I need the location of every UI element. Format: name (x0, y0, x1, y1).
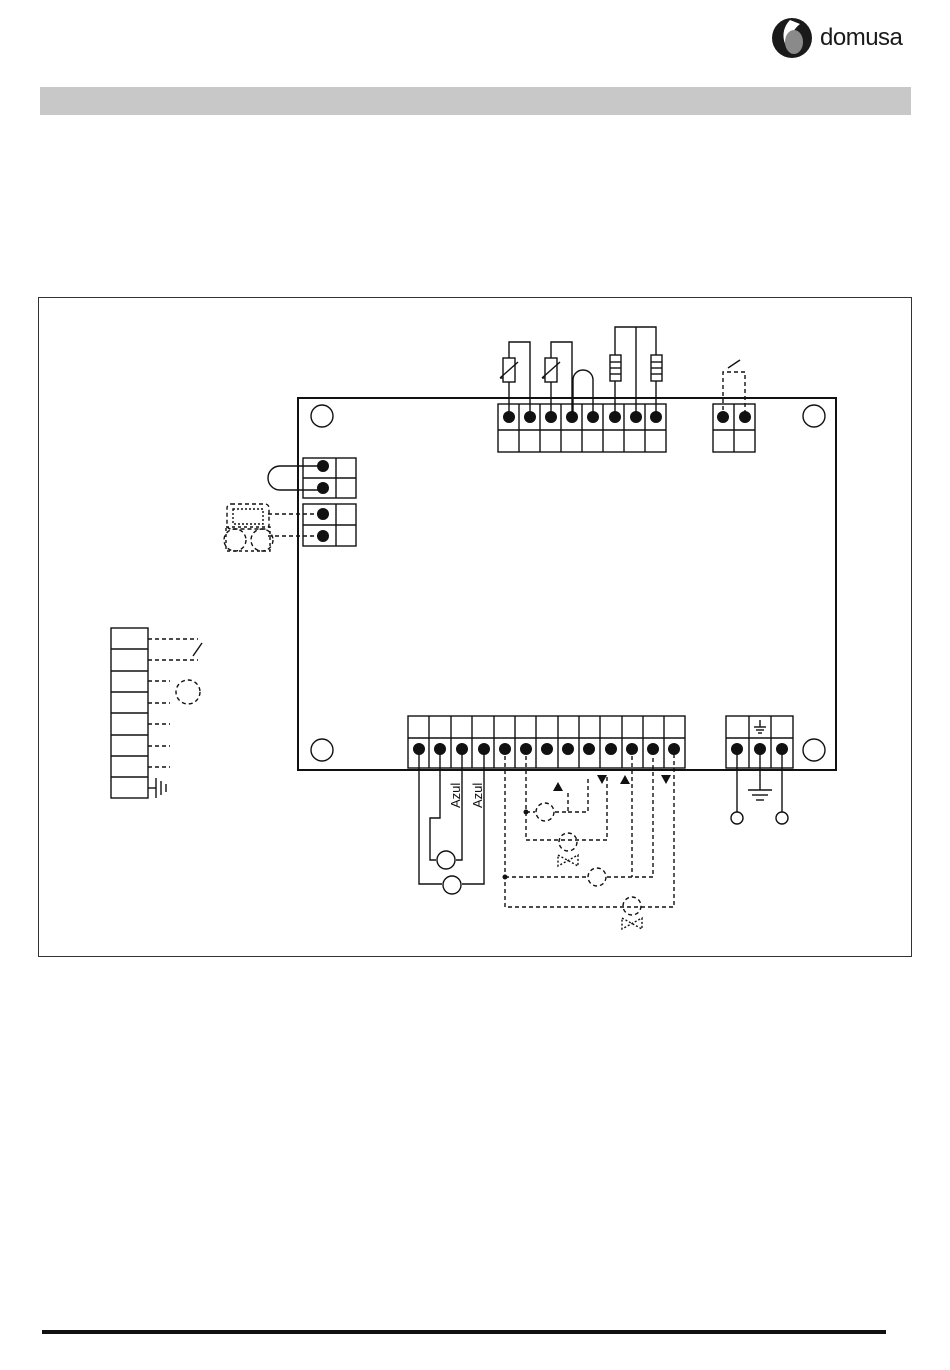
switch-contact (728, 360, 740, 368)
mixing-valve-2-icon (623, 897, 641, 915)
mixing-pump-2-icon (588, 868, 606, 886)
strip-accessory (176, 680, 200, 704)
mounting-hole (803, 405, 825, 427)
mixing-valve-1-icon (559, 833, 577, 851)
control-board (298, 398, 836, 770)
sensor-connector-top (498, 404, 666, 452)
wire-label-azul-2: Azul (470, 783, 485, 808)
valve-open-arrow-icon (620, 775, 630, 784)
pump-2-icon (443, 876, 461, 894)
valve-close-arrow-icon (597, 775, 607, 784)
left-connector-upper (268, 458, 356, 498)
terminal-dots (317, 411, 788, 880)
power-terminal-live (731, 812, 743, 824)
jumper-loop (573, 370, 593, 417)
wire-label-azul-1: Azul (448, 783, 463, 808)
footer-rule (42, 1330, 886, 1334)
valve-wiring (505, 749, 674, 915)
left-connector-lower (224, 504, 356, 551)
switch-connector-top-right (713, 360, 755, 452)
mounting-hole (311, 739, 333, 761)
mixing-pump-1-icon (536, 803, 554, 821)
output-connector-bottom (408, 716, 685, 768)
valve-open-arrow-icon (553, 782, 563, 791)
mounting-hole (803, 739, 825, 761)
power-terminal-neutral (776, 812, 788, 824)
valve-close-arrow-icon (661, 775, 671, 784)
pump-1-icon (437, 851, 455, 869)
strip-switch (193, 643, 202, 656)
mounting-hole (311, 405, 333, 427)
left-terminal-strip (111, 628, 202, 798)
